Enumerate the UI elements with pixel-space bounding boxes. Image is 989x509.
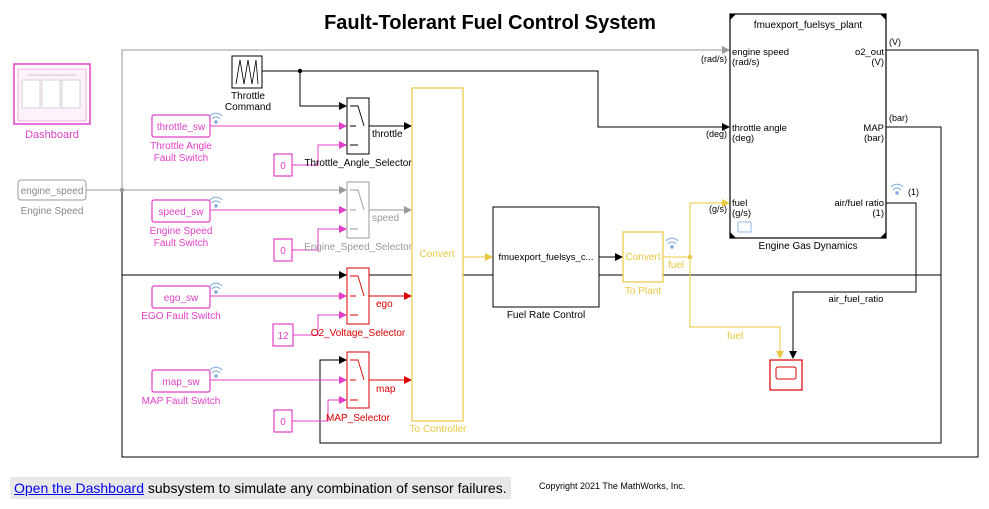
speed-switch-label-1: Engine Speed [150,226,213,237]
map-switch-value: map_sw [162,377,200,388]
to-plant-signal-label: fuel [668,260,684,271]
ext-v: (V) [889,37,901,47]
speed-constant-value: 0 [280,246,286,257]
to-plant-block[interactable]: Convert To Plant [622,231,679,297]
ego-switch-value: ego_sw [164,293,199,304]
throttle-switch-label-2: Fault Switch [154,153,208,164]
map-switch-label: MAP Fault Switch [142,396,221,407]
throttle-command-label-1: Throttle [231,91,265,102]
ext-rads: (rad/s) [701,54,727,64]
footer-message: Open the Dashboard subsystem to simulate… [10,477,511,499]
speed-selector-label: Engine_Speed_Selector [304,242,413,253]
throttle-selector-label: Throttle_Angle_Selector [304,158,412,169]
throttle-command-label-2: Command [225,102,271,113]
wifi-icon [665,237,679,249]
plant-out-o2: o2_out [855,47,884,58]
waveform-icon [235,59,259,85]
fuel-rate-control-block[interactable]: fmuexport_fuelsys_c... Fuel Rate Control [492,206,600,321]
plant-in-engine-speed: engine speed [732,47,789,58]
engine-speed-line-top [121,46,730,190]
map-selector-block[interactable]: MAP_Selector [326,351,391,424]
throttle-switch-value: throttle_sw [157,122,206,133]
ext-1: (1) [908,187,919,197]
fuel-rate-control-inner: fmuexport_fuelsys_c... [498,252,593,263]
map-signal-label: map [376,384,396,395]
throttle-constant-block[interactable]: 0 [273,153,293,177]
dashboard-label: Dashboard [25,129,79,141]
speed-signal-label: speed [372,213,399,224]
speed-switch-block[interactable]: speed_sw Engine Speed Fault Switch [150,196,223,249]
map-constant-block[interactable]: 0 [273,409,293,433]
speed-switch-value: speed_sw [158,207,204,218]
map-switch-block[interactable]: map_sw MAP Fault Switch [142,366,223,407]
throttle-command-block[interactable]: Throttle Command [225,55,271,113]
to-plant-label: To Plant [625,286,661,297]
ego-selector-block[interactable]: O2_Voltage_Selector [311,267,406,339]
throttle-constant-value: 0 [280,161,286,172]
ego-switch-label: EGO Fault Switch [141,311,220,322]
copyright: Copyright 2021 The MathWorks, Inc. [539,481,686,491]
open-dashboard-link[interactable]: Open the Dashboard [14,480,144,496]
plant-out-map: MAP [863,123,884,134]
scope-block[interactable] [769,359,803,391]
throttle-switch-label-1: Throttle Angle [150,141,212,152]
to-controller-inner: Convert [419,249,454,260]
to-controller-block[interactable]: Convert To Controller [410,87,467,435]
ego-switch-block[interactable]: ego_sw EGO Fault Switch [141,282,223,322]
ext-bar: (bar) [889,113,908,123]
ext-gs: (g/s) [709,204,727,214]
plant-in-throttle-angle: throttle angle [732,123,787,134]
map-constant-value: 0 [280,417,286,428]
plant-in-fuel-unit: (g/s) [732,208,751,219]
outer-loop-line [121,49,979,458]
ego-constant-value: 12 [277,331,289,342]
plant-out-af: air/fuel ratio [834,198,884,209]
engine-gas-dynamics-block[interactable]: fmuexport_fuelsys_plant engine speed (ra… [729,13,887,252]
speed-switch-label-2: Fault Switch [154,238,208,249]
ego-selector-label: O2_Voltage_Selector [311,328,406,339]
plant-in-engine-speed-unit: (rad/s) [732,57,759,68]
wifi-icon [209,112,223,124]
ext-deg: (deg) [706,129,727,139]
throttle-signal-label: throttle [372,129,403,140]
wifi-icon [890,183,904,195]
plant-out-af-unit: (1) [872,208,884,219]
plant-out-map-unit: (bar) [864,133,884,144]
engine-speed-value: engine_speed [21,186,84,197]
footer-message-rest: subsystem to simulate any combination of… [143,480,507,496]
fuel-scope-signal-label: fuel [727,331,743,342]
map-selector-label: MAP_Selector [326,413,391,424]
air-fuel-ratio-signal-label: air_fuel_ratio [829,294,884,305]
plant-in-throttle-angle-unit: (deg) [732,133,754,144]
wifi-icon [209,366,223,378]
throttle-switch-block[interactable]: throttle_sw Throttle Angle Fault Switch [150,112,223,164]
to-controller-label: To Controller [410,424,467,435]
diagram-title: Fault-Tolerant Fuel Control System [324,12,656,34]
throttle-to-selector-line [299,71,347,110]
ego-signal-label: ego [376,299,393,310]
scope-icon [775,366,797,380]
to-plant-inner: Convert [625,252,660,263]
dashboard-block[interactable]: Dashboard [13,63,91,141]
fuel-rate-control-label: Fuel Rate Control [507,310,585,321]
plant-in-fuel: fuel [732,198,747,209]
plant-label: Engine Gas Dynamics [759,241,858,252]
ego-constant-block[interactable]: 12 [272,323,294,347]
plant-header: fmuexport_fuelsys_plant [754,20,863,31]
plant-out-o2-unit: (V) [871,57,884,68]
fmu-icon [737,221,752,233]
wifi-icon [209,196,223,208]
throttle-to-plant-line [262,70,730,131]
engine-speed-label: Engine Speed [21,206,84,217]
wifi-icon [209,282,223,294]
speed-constant-block[interactable]: 0 [273,238,293,262]
engine-speed-block[interactable]: engine_speed Engine Speed [17,179,87,217]
